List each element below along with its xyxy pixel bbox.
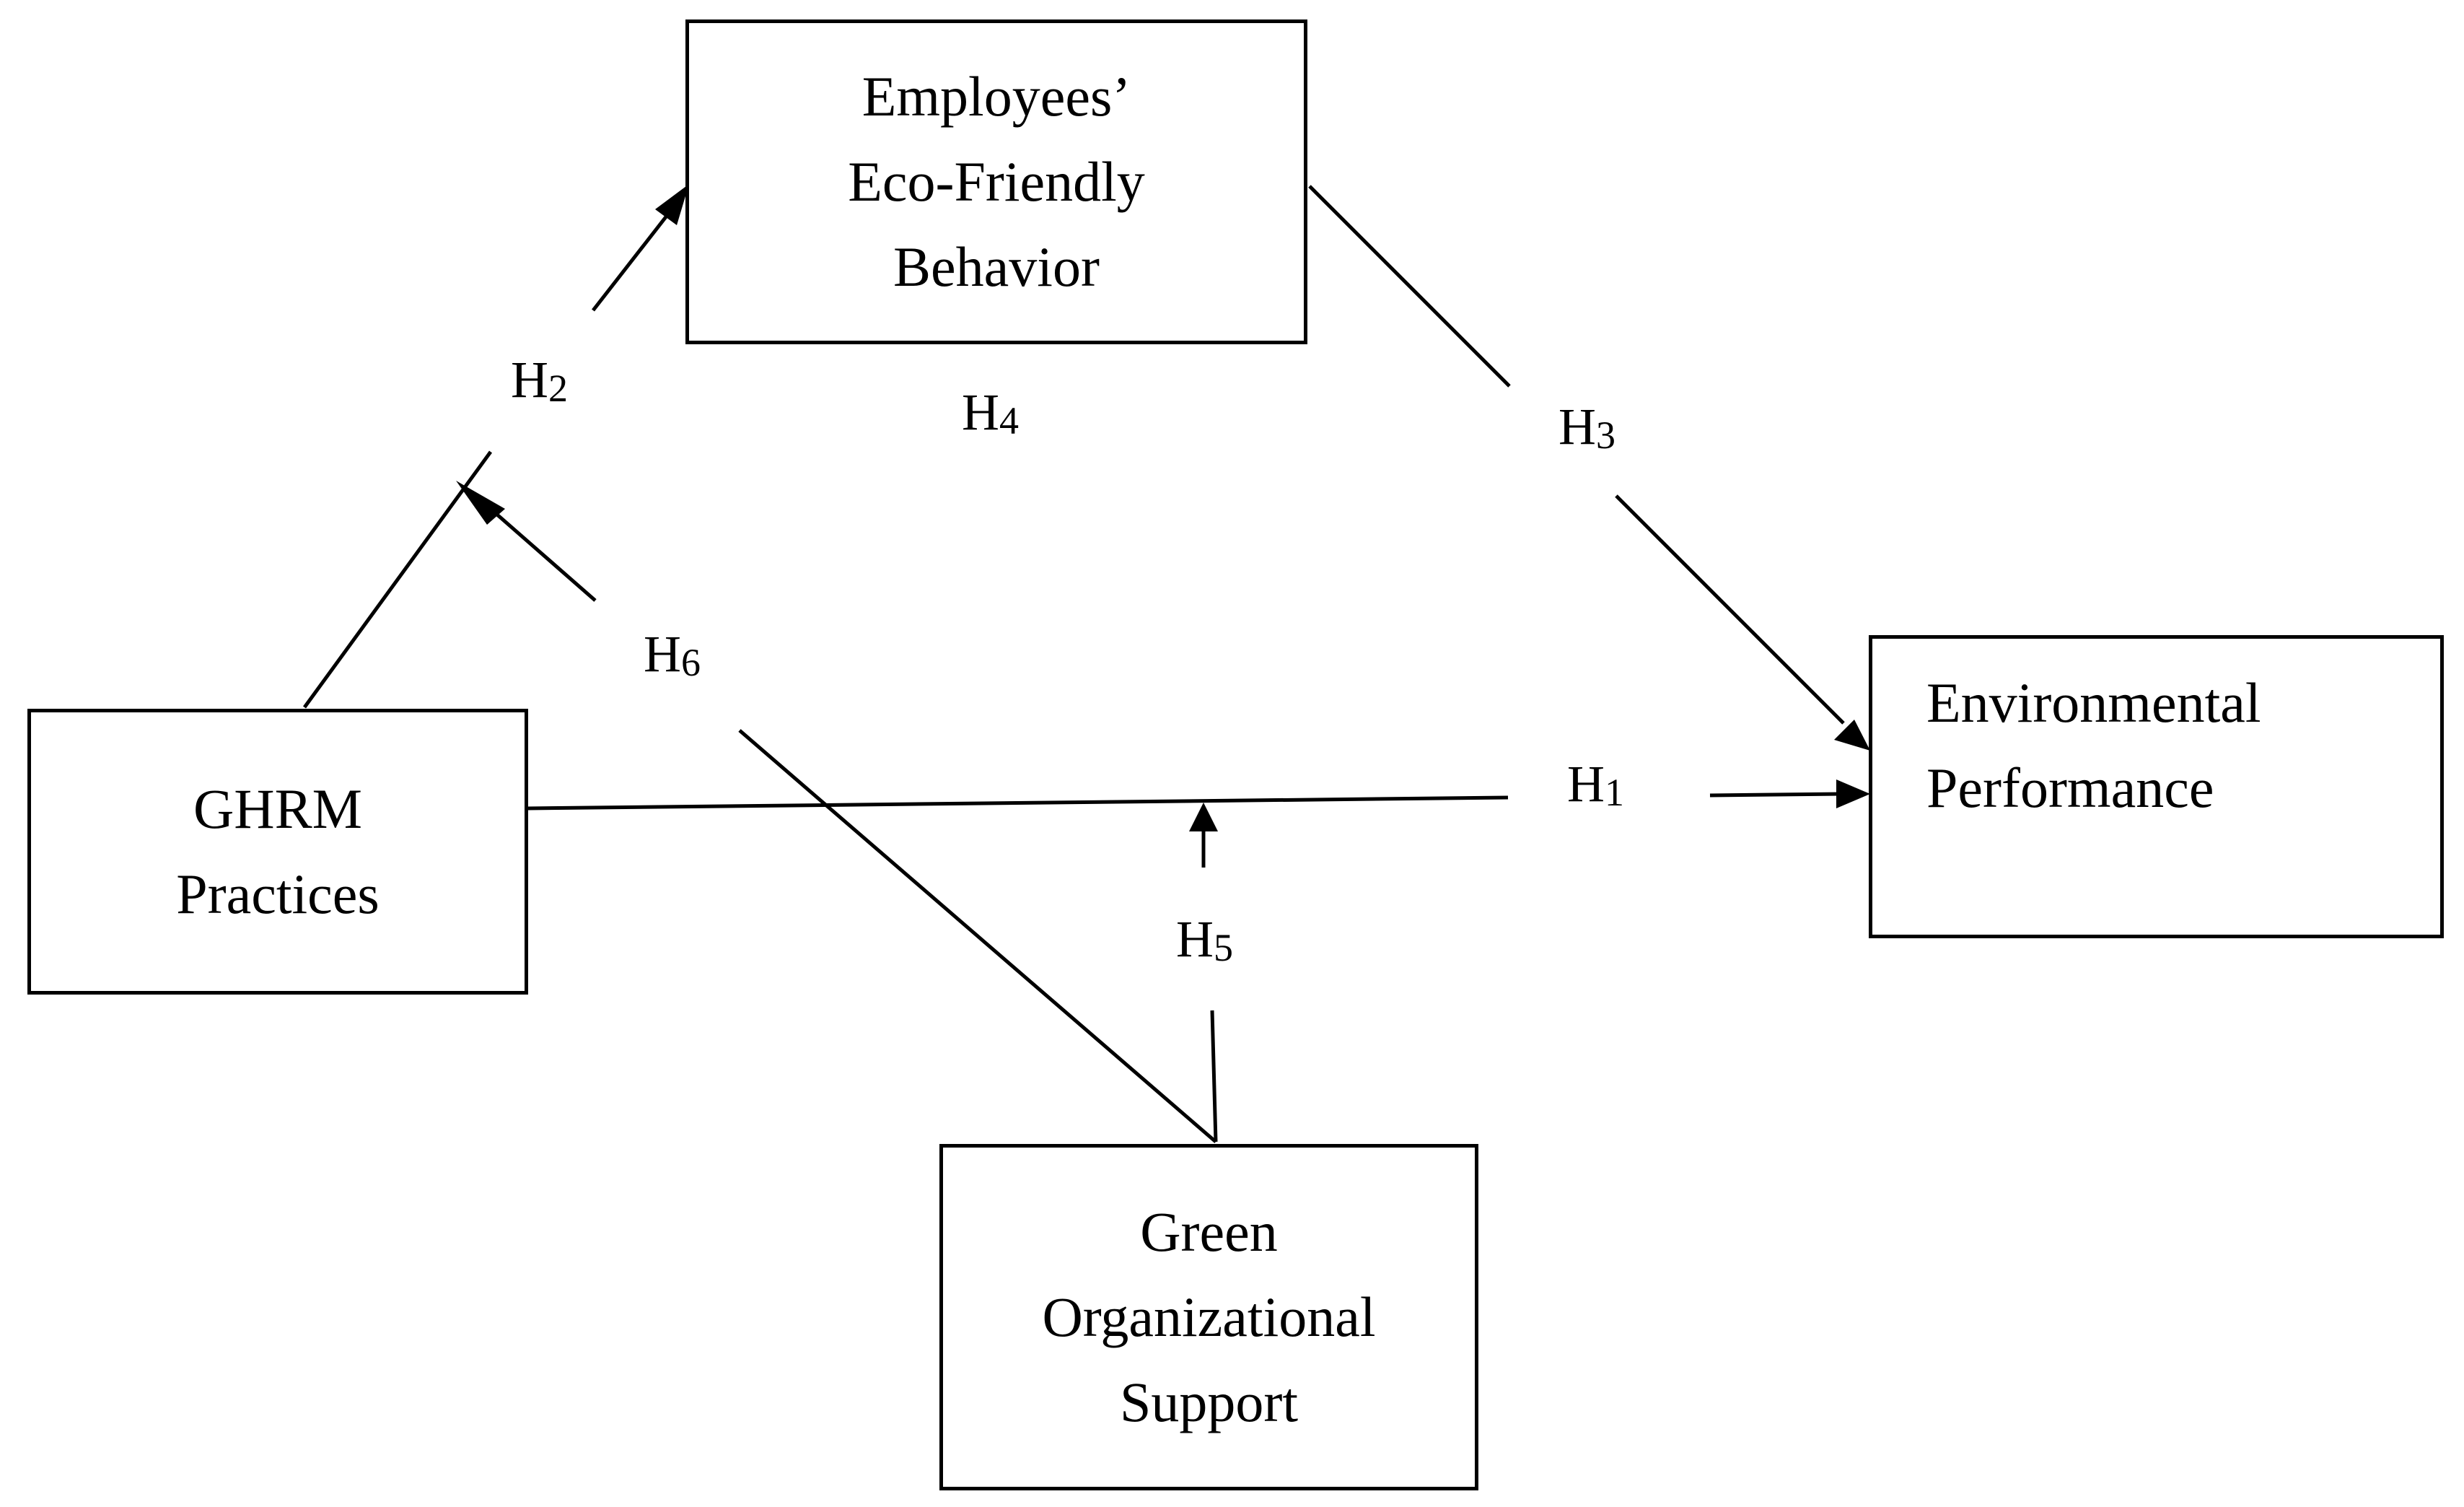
node-gos-line-1: Green — [1140, 1200, 1278, 1263]
node-eco-line-3: Behavior — [893, 235, 1100, 298]
node-gos-line-2: Organizational — [1042, 1285, 1376, 1348]
h2-number: 2 — [548, 367, 568, 410]
edge-h1-right — [1709, 792, 1841, 798]
node-env-line-1: Environmental — [1926, 671, 2261, 734]
edge-h2-arrowhead — [655, 184, 689, 225]
edge-h1-left — [527, 795, 1509, 811]
node-ghrm-line-1: GHRM — [193, 777, 363, 840]
node-ghrm-line-2: Practices — [176, 862, 380, 925]
hypothesis-label-h1: H1 — [1567, 758, 1624, 812]
edge-h3-arrowhead — [1834, 720, 1870, 751]
edge-h3-upper — [1308, 185, 1511, 388]
node-env-line-2: Performance — [1926, 756, 2214, 819]
h6-number: 6 — [681, 641, 701, 684]
hypothesis-label-h3: H3 — [1558, 401, 1615, 455]
node-ghrm-practices: GHRM Practices — [27, 709, 528, 995]
edge-h5-lower — [1210, 1010, 1218, 1143]
hypothesis-label-h5: H5 — [1176, 913, 1233, 967]
edge-h2-lower — [302, 450, 493, 709]
h4-number: 4 — [999, 399, 1019, 442]
h5-number: 5 — [1214, 926, 1233, 969]
edge-h5-arrowhead — [1189, 803, 1218, 831]
node-eco-friendly-behavior: Employees’ Eco-Friendly Behavior — [685, 19, 1307, 344]
hypothesis-label-h6: H6 — [644, 628, 701, 682]
h3-number: 3 — [1596, 414, 1615, 457]
h1-letter: H — [1567, 755, 1605, 813]
node-eco-line-1: Employees’ — [861, 65, 1131, 128]
h3-letter: H — [1558, 398, 1596, 455]
h6-letter: H — [644, 625, 681, 683]
hypothesis-label-h2: H2 — [511, 354, 568, 408]
h4-letter: H — [962, 383, 999, 441]
edge-h6-upper — [478, 498, 597, 602]
h2-letter: H — [511, 351, 548, 409]
node-environmental-performance: Environmental Performance — [1869, 635, 2444, 938]
h1-number: 1 — [1605, 771, 1624, 814]
edge-h6-lower — [738, 729, 1217, 1143]
h5-letter: H — [1176, 910, 1214, 968]
hypothesis-label-h4: H4 — [962, 386, 1019, 440]
edge-h3-lower — [1615, 494, 1845, 725]
edge-h1-arrowhead — [1836, 779, 1870, 808]
node-eco-line-2: Eco-Friendly — [848, 150, 1145, 213]
node-green-organizational-support: Green Organizational Support — [939, 1144, 1478, 1490]
node-gos-line-3: Support — [1119, 1371, 1299, 1433]
edge-h2-upper — [592, 204, 676, 312]
edge-h6-arrowhead — [456, 481, 505, 525]
